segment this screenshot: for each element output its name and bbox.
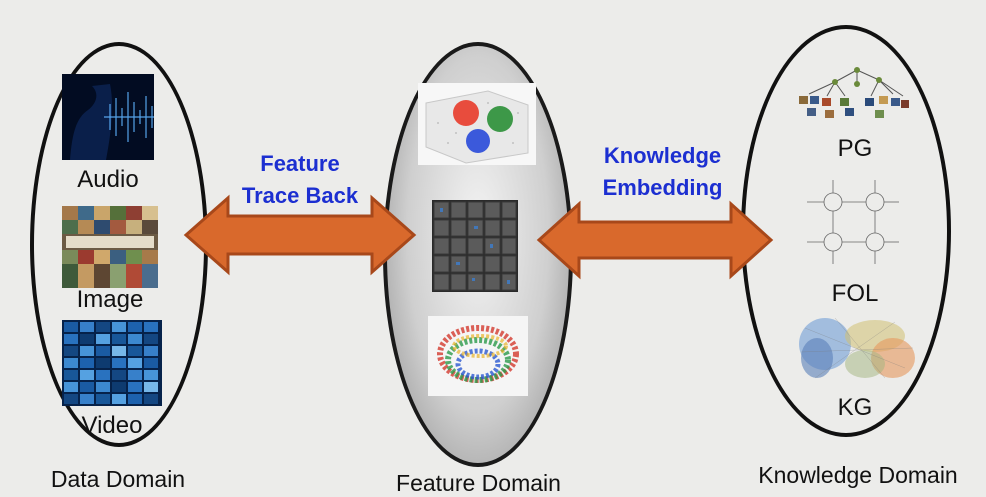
- fol-label: FOL: [831, 280, 879, 307]
- feature-domain-title: Feature Domain: [396, 470, 561, 496]
- data-domain-title: Data Domain: [50, 466, 186, 492]
- feature-filter-grid: [432, 200, 518, 292]
- feature-trace-back-label: Feature Trace Back: [226, 148, 374, 212]
- fol-state-diagram: [795, 172, 910, 270]
- right-double-arrow: [536, 200, 774, 280]
- parse-graph-tree: [795, 60, 910, 122]
- image-collage: [62, 206, 158, 288]
- left-double-arrow: [183, 194, 417, 276]
- knowledge-graph-network: [795, 308, 920, 393]
- manifold-swiss-roll: [428, 316, 528, 396]
- knowledge-embedding-line1: Knowledge: [603, 143, 722, 168]
- pg-label: PG: [837, 135, 873, 162]
- cluster-scatter-plot: [418, 83, 536, 165]
- image-label: Image: [76, 286, 144, 313]
- audio-waveform-image: [62, 74, 154, 160]
- video-mosaic: [62, 320, 162, 406]
- video-label: Video: [81, 412, 143, 439]
- audio-label: Audio: [77, 166, 139, 193]
- feature-trace-back-line1: Feature: [260, 151, 340, 176]
- kg-label: KG: [837, 394, 873, 421]
- feature-trace-back-line2: Trace Back: [241, 183, 359, 208]
- knowledge-embedding-label: Knowledge Embedding: [585, 140, 740, 204]
- knowledge-domain-title: Knowledge Domain: [758, 462, 958, 488]
- knowledge-embedding-line2: Embedding: [602, 175, 723, 200]
